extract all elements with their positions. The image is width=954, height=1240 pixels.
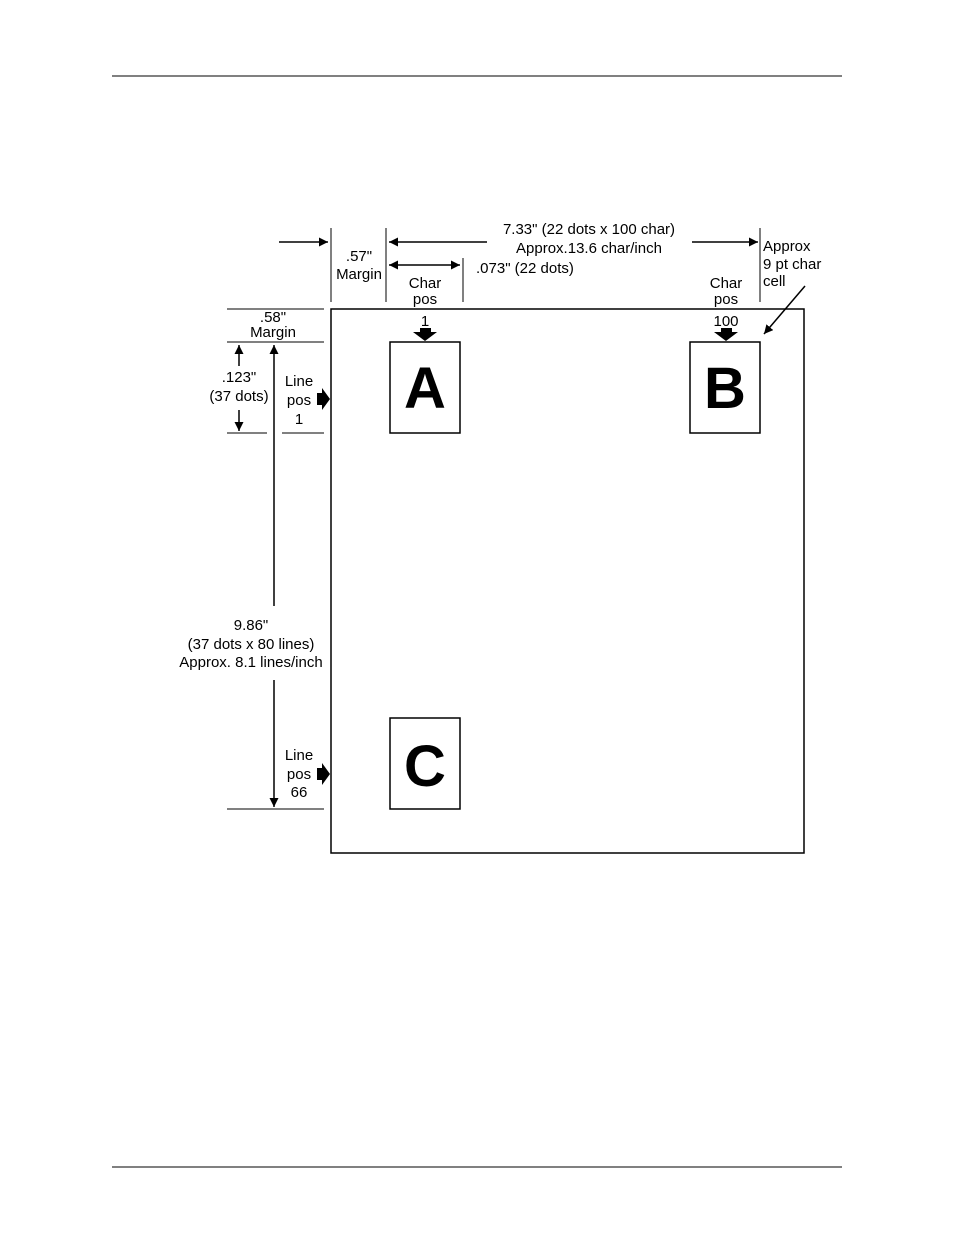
char-pos-first-label: Char [409,275,442,292]
char-cell-b-letter: B [704,356,746,421]
char-pos-last-label: Char [710,275,743,292]
char-pos-first-arrow [413,328,437,341]
line-pos-first-label: Line [285,373,313,390]
cell-note-arrow [764,286,805,334]
cell-note-line3: cell [763,273,786,290]
line-pos-first-arrow [317,388,330,410]
left-margin-value: .57" [346,248,372,265]
left-margin-label: Margin [336,266,382,283]
line-height-value: .123" [222,369,257,386]
cell-note-line1: Approx [763,238,811,255]
line-pos-first-label-2: pos [287,392,311,409]
char-pos-first-label-2: pos [413,291,437,308]
line-pos-first-value: 1 [295,411,303,428]
line-pos-last-arrow [317,763,330,785]
char-pos-last-label-2: pos [714,291,738,308]
char-width-label: .073" (22 dots) [476,260,574,277]
line-pos-last-label: Line [285,747,313,764]
cell-note-line2: 9 pt char [763,256,821,273]
line-pos-last-value: 66 [291,784,308,801]
height-dimension-label: (37 dots x 80 lines) [188,636,315,653]
width-dimension-label: 7.33" (22 dots x 100 char) [503,221,675,238]
char-cell-a-letter: A [404,356,446,421]
char-pos-last-value: 100 [713,313,738,330]
char-cell-c-letter: C [404,734,446,799]
height-dimension-value: 9.86" [234,617,269,634]
line-pos-last-label-2: pos [287,766,311,783]
top-margin-label: Margin [250,324,296,341]
char-pos-first-value: 1 [421,313,429,330]
line-height-label: (37 dots) [209,388,268,405]
lines-per-inch-label: Approx. 8.1 lines/inch [179,654,322,671]
char-per-inch-label: Approx.13.6 char/inch [516,240,662,257]
